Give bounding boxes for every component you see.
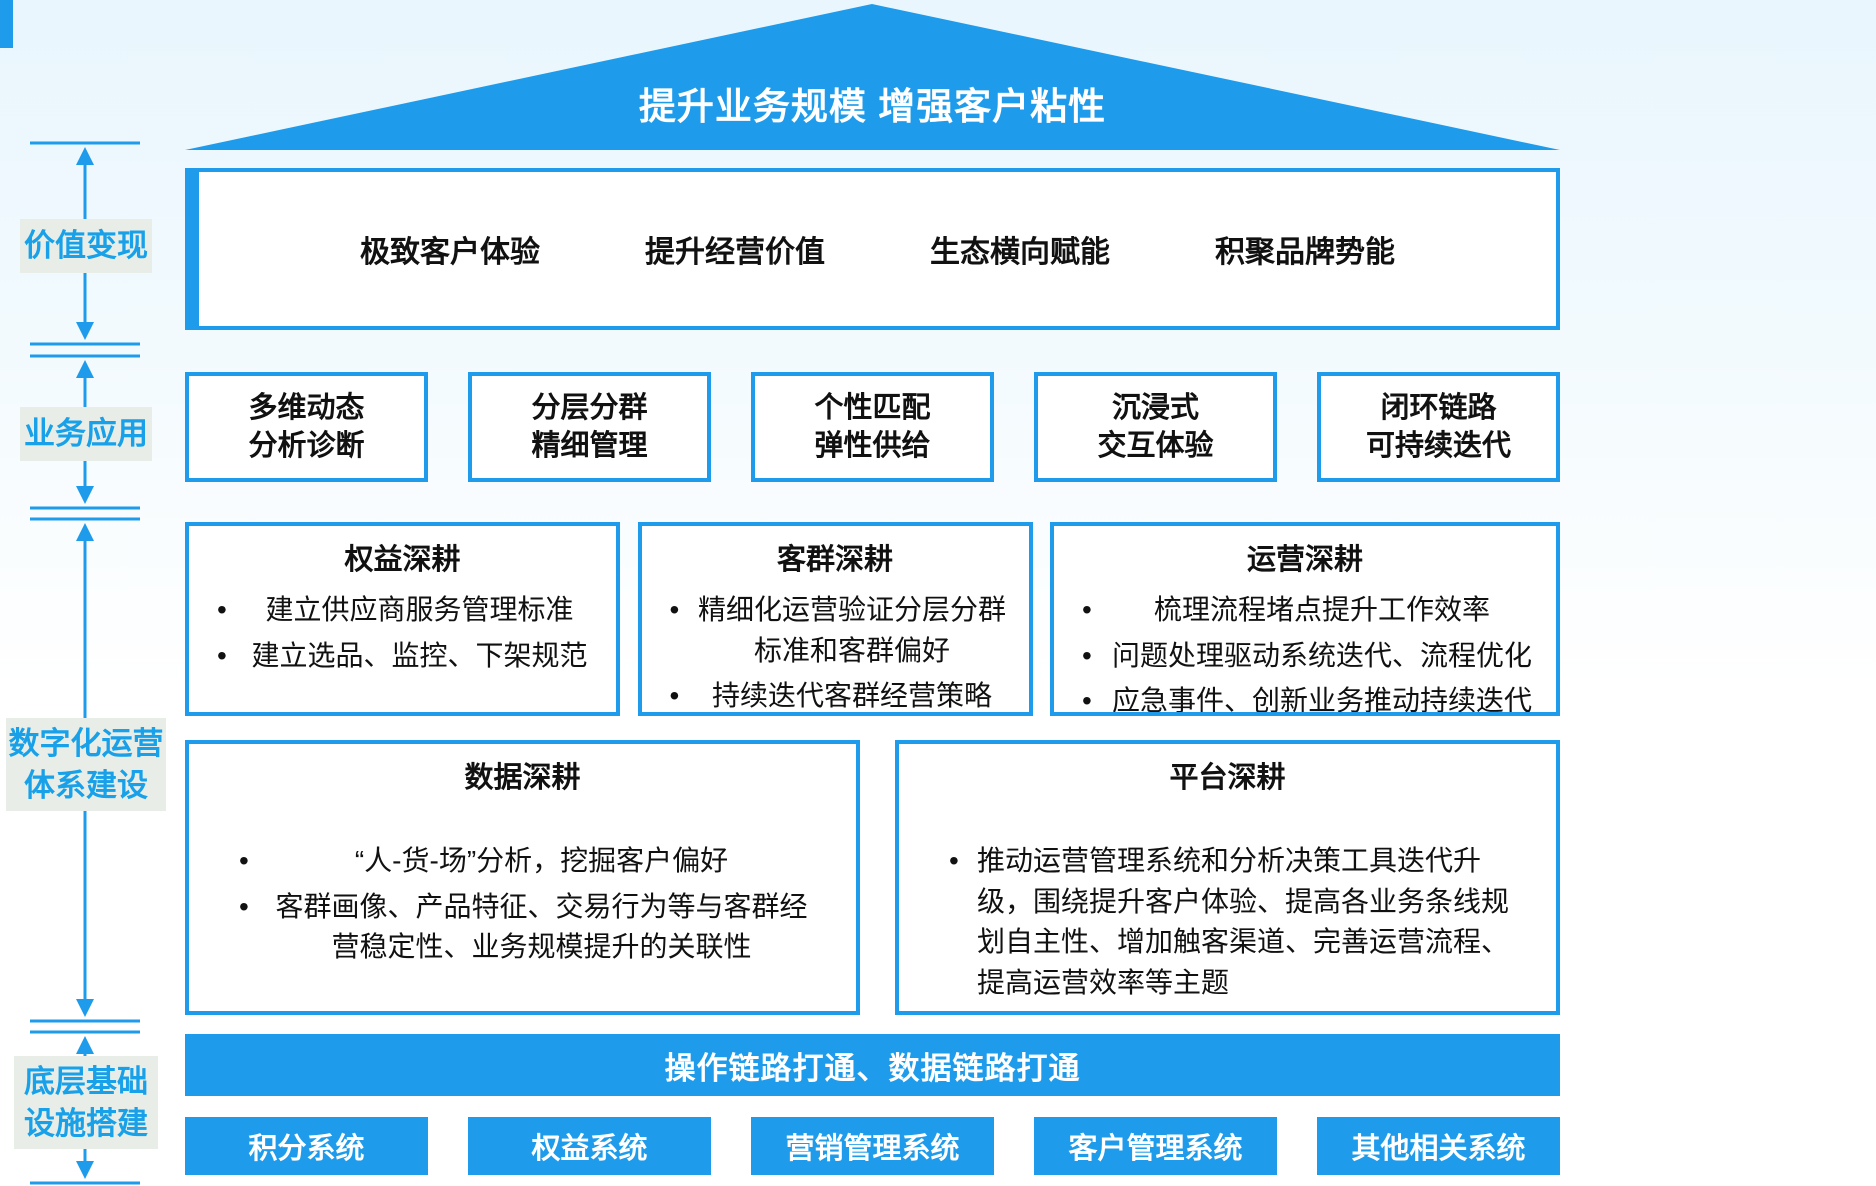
bullet-item: 建立供应商服务管理标准 <box>215 590 594 631</box>
bullet-list: 建立供应商服务管理标准 建立选品、监控、下架规范 <box>189 590 616 676</box>
application-box-label: 多维动态 分析诊断 <box>248 391 365 462</box>
bullet-item: 推动运营管理系统和分析决策工具迭代升级，围绕提升客户体验、提高各业务条线规划自主… <box>947 841 1516 1003</box>
application-box-label: 闭环链路 可持续迭代 <box>1365 391 1511 462</box>
roof-shape <box>185 4 1560 150</box>
deep-dive-bottom-row: 数据深耕 “人-货-场”分析，挖掘客户偏好 客群画像、产品特征、交易行为等与客群… <box>185 740 1560 1015</box>
integration-bar-label: 操作链路打通、数据链路打通 <box>664 1050 1081 1086</box>
value-item: 生态横向赋能 <box>930 236 1110 269</box>
application-box: 多维动态 分析诊断 <box>185 372 428 482</box>
application-box: 个性匹配 弹性供给 <box>751 372 994 482</box>
application-box-label: 个性匹配 弹性供给 <box>814 391 931 462</box>
bullet-list: “人-货-场”分析，挖掘客户偏好 客群画像、产品特征、交易行为等与客群经营稳定性… <box>189 841 856 968</box>
bullet-item: 持续迭代客群经营策略 <box>668 676 1007 712</box>
bullet-item: “人-货-场”分析，挖掘客户偏好 <box>237 841 816 882</box>
value-item: 提升经营价值 <box>645 236 825 269</box>
deep-box-title: 运营深耕 <box>1246 544 1363 576</box>
bullet-item: 梳理流程堵点提升工作效率 <box>1080 590 1534 631</box>
deep-box-platform: 平台深耕 推动运营管理系统和分析决策工具迭代升级，围绕提升客户体验、提高各业务条… <box>895 740 1560 1015</box>
deep-dive-top-row: 权益深耕 建立供应商服务管理标准 建立选品、监控、下架规范 客群深耕 精细化运营… <box>185 522 1560 716</box>
system-box-customer: 客户管理系统 <box>1034 1117 1277 1175</box>
bullet-item: 建立选品、监控、下架规范 <box>215 636 594 677</box>
bullet-item: 精细化运营验证分层分群标准和客群偏好 <box>668 590 1007 671</box>
rail-arrows <box>30 141 140 1185</box>
deep-box-customer-groups: 客群深耕 精细化运营验证分层分群标准和客群偏好 持续迭代客群经营策略 <box>637 522 1033 716</box>
bullet-list: 推动运营管理系统和分析决策工具迭代升级，围绕提升客户体验、提高各业务条线规划自主… <box>899 841 1556 1003</box>
application-box: 沉浸式 交互体验 <box>1034 372 1277 482</box>
deep-box-title: 权益深耕 <box>344 544 461 576</box>
application-box: 闭环链路 可持续迭代 <box>1317 372 1560 482</box>
application-row: 多维动态 分析诊断 分层分群 精细管理 个性匹配 弹性供给 沉浸式 交互体验 闭… <box>185 372 1560 482</box>
deep-box-rights: 权益深耕 建立供应商服务管理标准 建立选品、监控、下架规范 <box>185 522 620 716</box>
deep-box-data: 数据深耕 “人-货-场”分析，挖掘客户偏好 客群画像、产品特征、交易行为等与客群… <box>185 740 860 1015</box>
corner-accent <box>0 0 13 48</box>
bullet-item: 客群画像、产品特征、交易行为等与客群经营稳定性、业务规模提升的关联性 <box>237 887 816 968</box>
rail-label-digital-operations: 数字化运营 体系建设 <box>6 718 166 812</box>
bullet-list: 梳理流程堵点提升工作效率 问题处理驱动系统迭代、流程优化 应急事件、创新业务推动… <box>1054 590 1556 712</box>
application-box: 分层分群 精细管理 <box>468 372 711 482</box>
value-realization-box: 极致客户体验 提升经营价值 生态横向赋能 积聚品牌势能 <box>185 168 1560 330</box>
application-box-label: 分层分群 精细管理 <box>531 391 648 462</box>
bullet-item: 问题处理驱动系统迭代、流程优化 <box>1080 636 1534 677</box>
deep-box-title: 平台深耕 <box>1169 762 1286 794</box>
main-column: 提升业务规模 增强客户粘性 极致客户体验 提升经营价值 生态横向赋能 积聚品牌势… <box>185 0 1560 1186</box>
system-box-points: 积分系统 <box>185 1117 428 1175</box>
roof-title: 提升业务规模 增强客户粘性 <box>638 86 1107 127</box>
system-box-marketing: 营销管理系统 <box>751 1117 994 1175</box>
systems-row: 积分系统 权益系统 营销管理系统 客户管理系统 其他相关系统 <box>185 1117 1560 1175</box>
bullet-list: 精细化运营验证分层分群标准和客群偏好 持续迭代客群经营策略 <box>642 590 1029 712</box>
rail-label-business-application: 业务应用 <box>20 407 152 461</box>
value-item: 积聚品牌势能 <box>1215 236 1395 269</box>
deep-box-title: 客群深耕 <box>776 544 893 576</box>
system-box-rights: 权益系统 <box>468 1117 711 1175</box>
rail-label-infrastructure: 底层基础 设施搭建 <box>14 1056 158 1150</box>
bullet-item: 应急事件、创新业务推动持续迭代 <box>1080 681 1534 712</box>
left-rail: 价值变现 业务应用 数字化运营 体系建设 底层基础 设施搭建 <box>0 0 185 1186</box>
system-box-other: 其他相关系统 <box>1317 1117 1560 1175</box>
value-item: 极致客户体验 <box>360 236 540 269</box>
application-box-label: 沉浸式 交互体验 <box>1097 391 1214 462</box>
rail-label-value-realization: 价值变现 <box>20 219 152 273</box>
integration-bar: 操作链路打通、数据链路打通 <box>185 1034 1560 1096</box>
deep-box-title: 数据深耕 <box>464 762 581 794</box>
roof-banner: 提升业务规模 增强客户粘性 <box>185 0 1560 150</box>
deep-box-operations: 运营深耕 梳理流程堵点提升工作效率 问题处理驱动系统迭代、流程优化 应急事件、创… <box>1050 522 1560 716</box>
